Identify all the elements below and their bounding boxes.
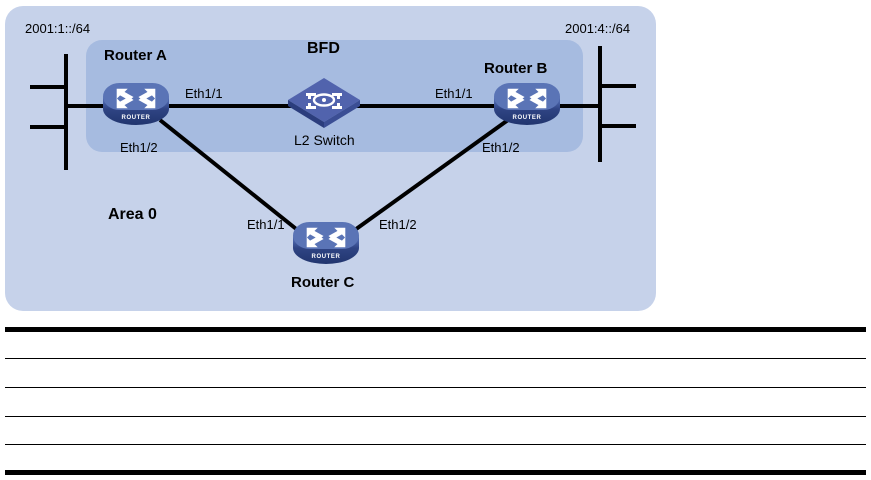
right-network-bus (598, 46, 602, 162)
left-network-stub-bottom (30, 125, 66, 129)
table-row (5, 418, 866, 443)
label-iface-router-b-eth1-2: Eth1/2 (482, 140, 520, 155)
label-iface-router-b-eth1-1: Eth1/1 (435, 86, 473, 101)
table-row (5, 360, 866, 386)
label-iface-router-a-eth1-1: Eth1/1 (185, 86, 223, 101)
table-top-border (5, 327, 866, 332)
right-network-stub-bottom (598, 124, 636, 128)
router-icon (306, 227, 346, 248)
right-network-stub-top (598, 84, 636, 88)
label-l2-switch: L2 Switch (294, 132, 355, 148)
node-router-a[interactable]: ROUTER (103, 83, 169, 125)
table-row (5, 332, 866, 358)
label-router-b: Router B (484, 60, 548, 77)
table-row-divider (5, 387, 866, 388)
label-area-0: Area 0 (108, 206, 157, 223)
link-left-network-router-a (64, 104, 116, 108)
label-iface-router-a-eth1-2: Eth1/2 (120, 140, 158, 155)
label-iface-router-c-eth1-2: Eth1/2 (379, 217, 417, 232)
node-l2-switch[interactable] (286, 76, 362, 130)
router-b-top (494, 83, 560, 110)
node-router-b[interactable]: ROUTER (494, 83, 560, 125)
left-network-stub-top (30, 85, 66, 89)
table-row (5, 446, 866, 470)
link-router-a-router-c (158, 118, 302, 234)
link-router-b-router-c (350, 118, 510, 234)
label-router-c: Router C (291, 274, 355, 291)
left-network-bus (64, 54, 68, 170)
router-c-badge: ROUTER (311, 254, 341, 260)
router-c-top (293, 222, 359, 249)
label-router-a: Router A (104, 47, 167, 64)
label-left-network-prefix: 2001:1::/64 (25, 21, 91, 36)
switch-icon (288, 78, 360, 128)
link-switch-router-b (356, 104, 494, 108)
router-icon (116, 88, 156, 109)
router-icon (507, 88, 547, 109)
router-b-badge: ROUTER (512, 115, 542, 121)
link-router-a-switch (166, 104, 292, 108)
table-row-divider (5, 416, 866, 417)
link-router-b-right-network (548, 104, 600, 108)
router-a-top (103, 83, 169, 110)
table-row-divider (5, 358, 866, 359)
label-iface-router-c-eth1-1: Eth1/1 (247, 217, 285, 232)
table-bottom-border (5, 470, 866, 475)
table-row (5, 389, 866, 415)
label-right-network-prefix: 2001:4::/64 (565, 21, 631, 36)
label-bfd: BFD (307, 40, 340, 57)
node-router-c[interactable]: ROUTER (293, 222, 359, 264)
table-row-divider (5, 444, 866, 445)
router-a-badge: ROUTER (121, 115, 151, 121)
